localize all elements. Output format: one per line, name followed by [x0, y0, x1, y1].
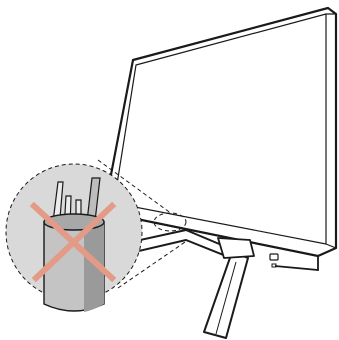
pen-holder-callout: [6, 164, 142, 312]
stand-neck: [204, 252, 248, 338]
stand-hinge: [218, 238, 254, 258]
monitor-stand: [122, 230, 254, 338]
power-button: [270, 254, 278, 260]
